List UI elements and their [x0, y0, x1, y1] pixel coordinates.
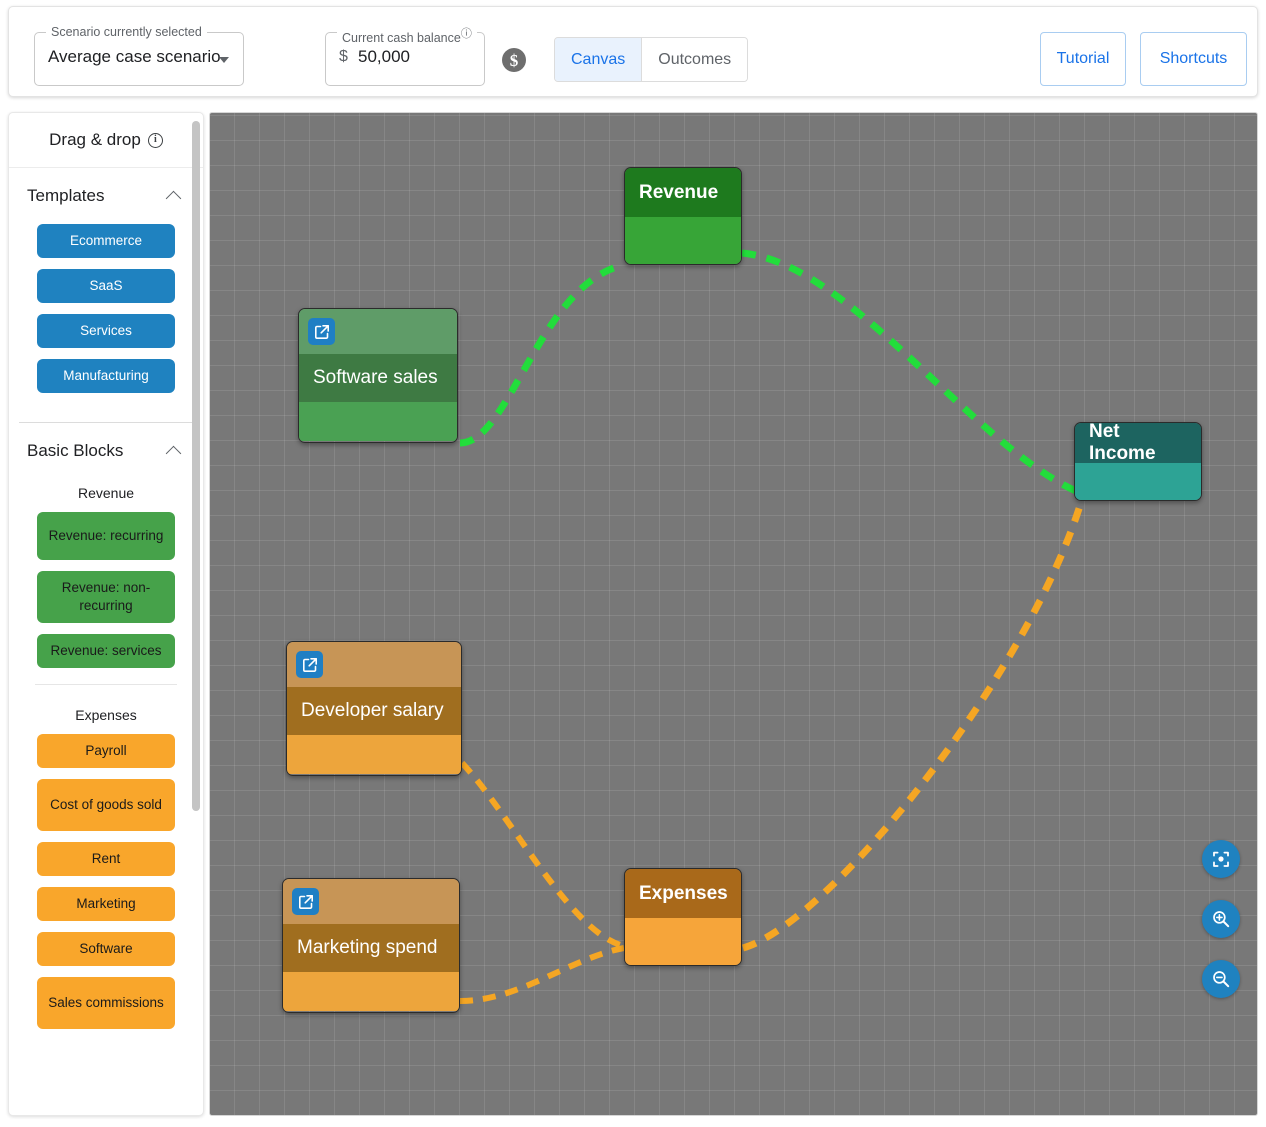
currency-symbol: $: [339, 48, 348, 65]
block-software[interactable]: Software: [37, 932, 175, 966]
section-header-templates[interactable]: Templates: [9, 168, 203, 224]
node-title-revenue: Revenue: [625, 168, 741, 217]
canvas-node-net-income[interactable]: Net Income: [1074, 422, 1202, 501]
node-foot-marketing-spend: [283, 972, 459, 1011]
node-title-expenses: Expenses: [625, 869, 741, 918]
node-title-net-income: Net Income: [1075, 423, 1201, 464]
canvas-node-marketing-spend[interactable]: Marketing spend: [282, 878, 460, 1013]
node-foot-software-sales: [299, 402, 457, 441]
scenario-select[interactable]: Scenario currently selected Average case…: [34, 25, 244, 86]
node-head-software-sales: [299, 309, 457, 354]
canvas-node-revenue[interactable]: Revenue: [624, 167, 742, 265]
blocks-sidebar: Drag & drop i Templates Ecommerce SaaS S…: [8, 112, 204, 1116]
section-header-basic-blocks[interactable]: Basic Blocks: [9, 423, 203, 479]
group-divider: [35, 684, 177, 685]
template-block-ecommerce[interactable]: Ecommerce: [37, 224, 175, 258]
sidebar-scrollbar[interactable]: [192, 121, 200, 811]
chevron-up-icon[interactable]: [165, 445, 182, 461]
cash-balance-legend: Current cash balanceⓘ: [337, 25, 477, 46]
canvas-node-software-sales[interactable]: Software sales: [298, 308, 458, 443]
node-head-developer-salary: [287, 642, 461, 687]
block-cost-of-goods-sold[interactable]: Cost of goods sold: [37, 779, 175, 831]
section-body-templates: Ecommerce SaaS Services Manufacturing: [9, 224, 203, 418]
node-head-marketing-spend: [283, 879, 459, 924]
block-payroll[interactable]: Payroll: [37, 734, 175, 768]
canvas-node-developer-salary[interactable]: Developer salary: [286, 641, 462, 776]
tutorial-button[interactable]: Tutorial: [1040, 32, 1126, 86]
node-foot-developer-salary: [287, 735, 461, 774]
svg-text:$: $: [510, 51, 519, 70]
chevron-down-icon[interactable]: [219, 57, 229, 63]
chevron-up-icon[interactable]: [165, 190, 182, 206]
node-label-marketing-spend: Marketing spend: [283, 924, 459, 972]
block-rent[interactable]: Rent: [37, 842, 175, 876]
tab-outcomes[interactable]: Outcomes: [641, 38, 748, 81]
canvas-node-expenses[interactable]: Expenses: [624, 868, 742, 966]
cash-balance-input[interactable]: 50,000: [358, 47, 410, 66]
sidebar-title-text: Drag & drop: [49, 130, 141, 149]
group-label-expenses: Expenses: [75, 707, 137, 723]
node-body-net-income: [1075, 463, 1201, 500]
sidebar-title: Drag & drop i: [9, 113, 203, 168]
open-detail-icon[interactable]: [308, 318, 335, 345]
info-icon[interactable]: ⓘ: [460, 28, 472, 40]
open-detail-icon[interactable]: [292, 888, 319, 915]
block-marketing[interactable]: Marketing: [37, 887, 175, 921]
node-body-revenue: [625, 217, 741, 264]
scenario-selected-value: Average case scenario: [48, 47, 221, 66]
edge-layer: [459, 249, 1086, 1004]
tab-canvas[interactable]: Canvas: [555, 38, 642, 81]
node-label-developer-salary: Developer salary: [287, 687, 461, 735]
edge-marketing-to-expenses: [459, 945, 625, 1004]
info-icon[interactable]: i: [147, 132, 163, 148]
block-revenue-non-recurring[interactable]: Revenue: non-recurring: [37, 571, 175, 623]
block-revenue-recurring[interactable]: Revenue: recurring: [37, 512, 175, 560]
zoom-in-icon[interactable]: [1202, 900, 1240, 938]
edge-software-to-revenue: [459, 261, 625, 447]
view-mode-toggle[interactable]: Canvas Outcomes: [554, 37, 749, 82]
block-sales-commissions[interactable]: Sales commissions: [37, 977, 175, 1029]
section-divider: [19, 422, 193, 423]
group-label-revenue: Revenue: [77, 485, 135, 501]
flow-canvas[interactable]: Revenue Expenses Net Income Software sal…: [209, 112, 1258, 1116]
block-revenue-services[interactable]: Revenue: services: [37, 634, 175, 668]
edge-devsalary-to-expenses: [459, 760, 625, 949]
section-body-basic-blocks: Revenue Revenue: recurring Revenue: non-…: [9, 485, 203, 1054]
dollar-coin-icon[interactable]: $: [501, 47, 527, 73]
shortcuts-button[interactable]: Shortcuts: [1140, 32, 1247, 86]
template-block-saas[interactable]: SaaS: [37, 269, 175, 303]
open-detail-icon[interactable]: [296, 651, 323, 678]
node-body-expenses: [625, 918, 741, 965]
zoom-out-icon[interactable]: [1202, 960, 1240, 998]
fit-to-screen-icon[interactable]: [1202, 840, 1240, 878]
section-label-templates: Templates: [27, 186, 105, 205]
template-block-manufacturing[interactable]: Manufacturing: [37, 359, 175, 393]
edge-expenses-to-netincome: [742, 497, 1086, 952]
section-label-basic-blocks: Basic Blocks: [27, 441, 124, 460]
edge-revenue-to-netincome: [741, 249, 1078, 495]
cash-balance-field[interactable]: Current cash balanceⓘ $ 50,000: [325, 25, 485, 86]
top-toolbar: Scenario currently selected Average case…: [8, 6, 1258, 97]
template-block-services[interactable]: Services: [37, 314, 175, 348]
scenario-legend: Scenario currently selected: [46, 25, 207, 39]
node-label-software-sales: Software sales: [299, 354, 457, 402]
